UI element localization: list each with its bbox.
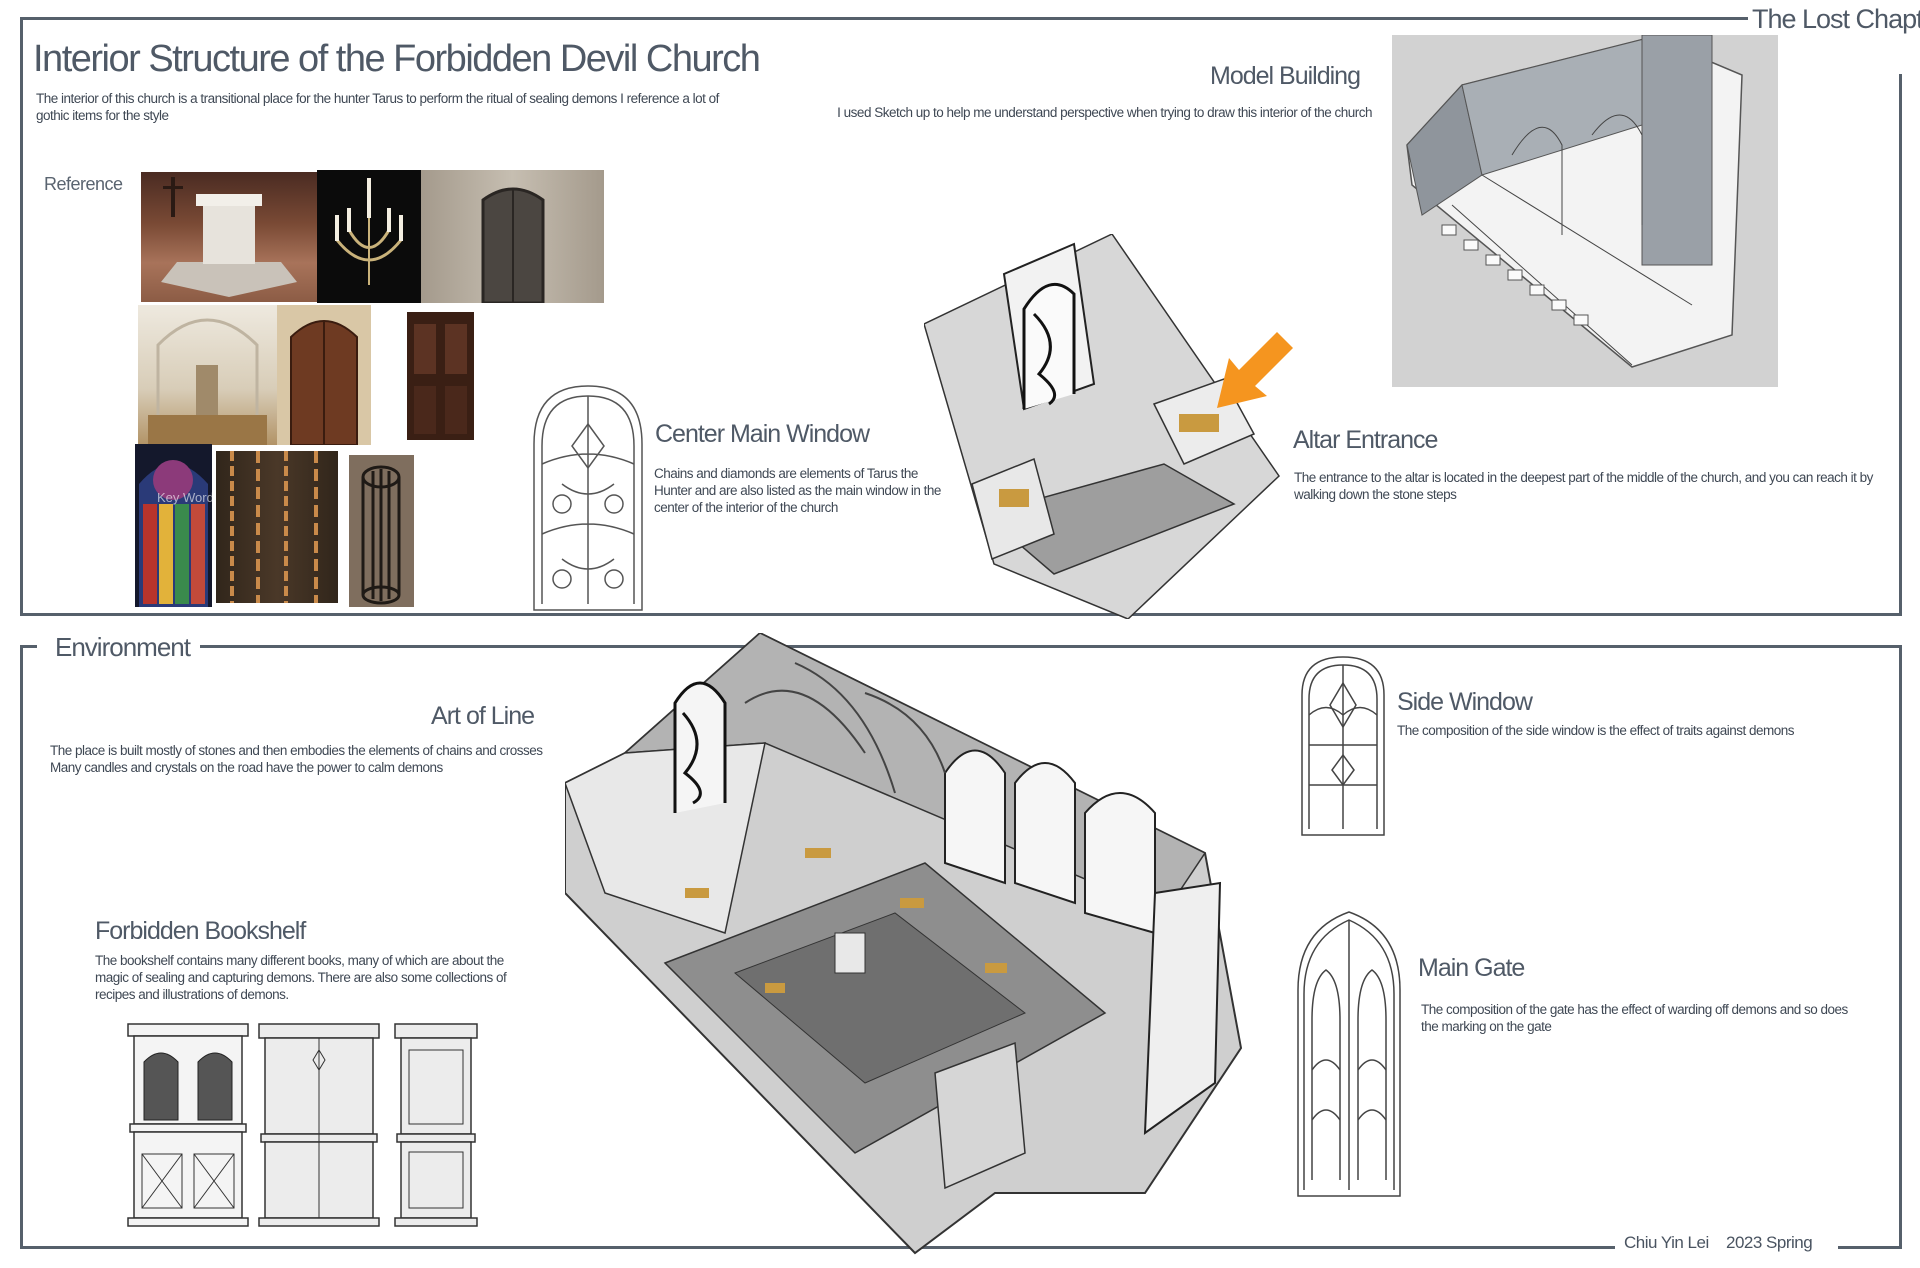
reference-photo-door [421, 170, 604, 303]
page-title: Interior Structure of the Forbidden Devi… [33, 38, 761, 80]
reference-photo-candelabra [317, 170, 421, 303]
main-gate-sketch [1296, 910, 1402, 1198]
reference-photo-cage [349, 455, 414, 607]
bookshelf-narrow-sketch [393, 1022, 479, 1228]
center-window-text: Chains and diamonds are elements of Taru… [654, 466, 941, 515]
stained-glass-overlay-text: Key Words [157, 490, 212, 505]
bookshelf-front-sketch [126, 1022, 250, 1228]
center-window-title: Center Main Window [655, 420, 870, 448]
reference-photo-stained-glass: Key Words [135, 444, 212, 607]
art-of-line-title: Art of Line [431, 702, 535, 730]
reference-photo-nave [138, 305, 277, 445]
reference-photo-font [141, 172, 317, 302]
church-interior-illustration [565, 633, 1251, 1257]
side-window-text: The composition of the side window is th… [1397, 723, 1794, 738]
bookshelf-text: The bookshelf contains many different bo… [95, 953, 507, 1002]
reference-photo-cabinet [404, 306, 477, 443]
footer-season: 2023 Spring [1726, 1233, 1813, 1252]
chapter-label: The Lost Chapter [1752, 4, 1920, 34]
bookshelf-title: Forbidden Bookshelf [95, 917, 306, 945]
reference-photo-wooden-door [277, 305, 371, 445]
model-building-title: Model Building [1210, 62, 1361, 90]
center-window-sketch [532, 384, 644, 612]
bookshelf-side-sketch [257, 1022, 381, 1228]
side-window-title: Side Window [1397, 688, 1533, 716]
sketchup-model-image [1392, 35, 1778, 387]
main-gate-title: Main Gate [1418, 954, 1525, 982]
altar-arrow-icon [1215, 332, 1295, 412]
reference-label: Reference [44, 174, 123, 194]
art-of-line-line1: The place is built mostly of stones and … [50, 743, 543, 758]
side-window-sketch [1300, 655, 1386, 837]
art-of-line-line2: Many candles and crystals on the road ha… [50, 760, 443, 775]
model-building-text: I used Sketch up to help me understand p… [837, 105, 1372, 120]
reference-photo-chains [216, 451, 338, 603]
intro-text: The interior of this church is a transit… [36, 91, 719, 123]
altar-text: The entrance to the altar is located in … [1294, 470, 1873, 502]
altar-sketch [924, 234, 1280, 619]
environment-label: Environment [55, 632, 191, 662]
altar-title: Altar Entrance [1293, 426, 1438, 454]
footer-author: Chiu Yin Lei [1624, 1233, 1709, 1252]
main-gate-text: The composition of the gate has the effe… [1421, 1002, 1848, 1034]
